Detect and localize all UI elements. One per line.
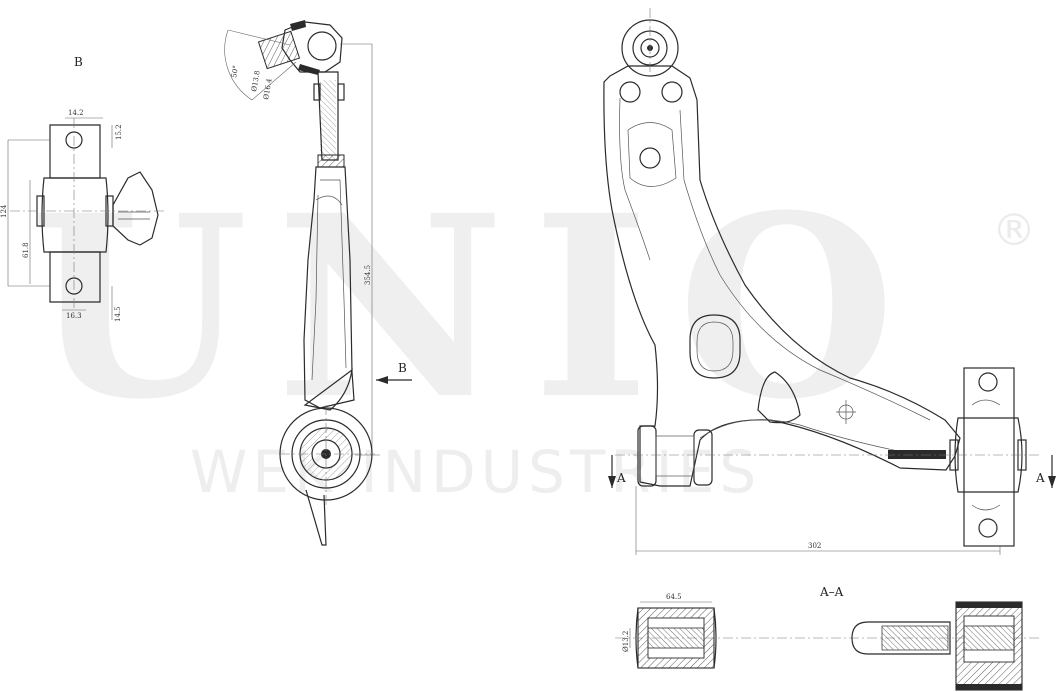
ball-joint-ball bbox=[307, 31, 337, 61]
view-b-bushing-body bbox=[41, 177, 109, 253]
view-b-arrow-label: B bbox=[398, 361, 407, 375]
section-a-a: A–A 64.5 Ø13.2 bbox=[615, 585, 1040, 691]
view-b-bottom-ear bbox=[49, 251, 101, 303]
section-label: A–A bbox=[819, 585, 844, 599]
top-hole-left bbox=[619, 81, 641, 103]
dim-arm-length: 354.5 bbox=[364, 265, 372, 285]
dim-top-offset: 15.2 bbox=[115, 124, 123, 140]
top-oval-cutout bbox=[689, 314, 741, 379]
side-view: 50° Ø13.8 Ø16.4 354.5 B bbox=[224, 20, 412, 546]
rear-hole-top bbox=[978, 372, 998, 392]
top-view: A A 302 bbox=[603, 8, 1056, 555]
rear-bushing-housing bbox=[963, 367, 1015, 547]
dim-span: 302 bbox=[808, 542, 821, 550]
view-b-detail: B 14.2 15.2 124 61.8 16.3 14.5 bbox=[0, 55, 165, 322]
ball-joint-stud-section bbox=[257, 30, 301, 70]
dim-ball-dia-1: Ø13.8 bbox=[250, 70, 262, 92]
dim-top-width: 14.2 bbox=[68, 109, 84, 117]
watermark-subtitle: WEK INDUSTRIES bbox=[190, 438, 761, 506]
arm-tail bbox=[305, 489, 327, 546]
dim-section-width: 64.5 bbox=[666, 593, 682, 601]
watermark-brand: UNIO bbox=[30, 160, 923, 454]
dim-ball-dia-2: Ø16.4 bbox=[262, 77, 274, 100]
top-threaded-bar bbox=[888, 450, 946, 459]
view-b-arm-stub bbox=[112, 171, 159, 246]
section-arrow-left-label: A bbox=[616, 471, 626, 485]
dim-bottom-width: 16.3 bbox=[66, 312, 82, 320]
top-hole-center bbox=[639, 147, 661, 169]
section-rod bbox=[851, 621, 951, 655]
view-b-label: B bbox=[74, 55, 83, 69]
section-arrow-right-label: A bbox=[1035, 471, 1045, 485]
rear-hole-bottom bbox=[978, 518, 998, 538]
top-hole-right bbox=[661, 81, 683, 103]
watermark-registered-mark: ® bbox=[992, 205, 1036, 256]
dim-total-height: 124 bbox=[0, 204, 8, 218]
dim-bushing-height: 61.8 bbox=[22, 242, 30, 258]
dim-ball-angle: 50° bbox=[230, 65, 240, 79]
dim-bottom-offset: 14.5 bbox=[114, 306, 122, 322]
watermark: UNIO ® WEK INDUSTRIES bbox=[30, 160, 1036, 506]
top-arm-outline bbox=[603, 65, 961, 487]
dim-section-dia: Ø13.2 bbox=[622, 631, 630, 652]
